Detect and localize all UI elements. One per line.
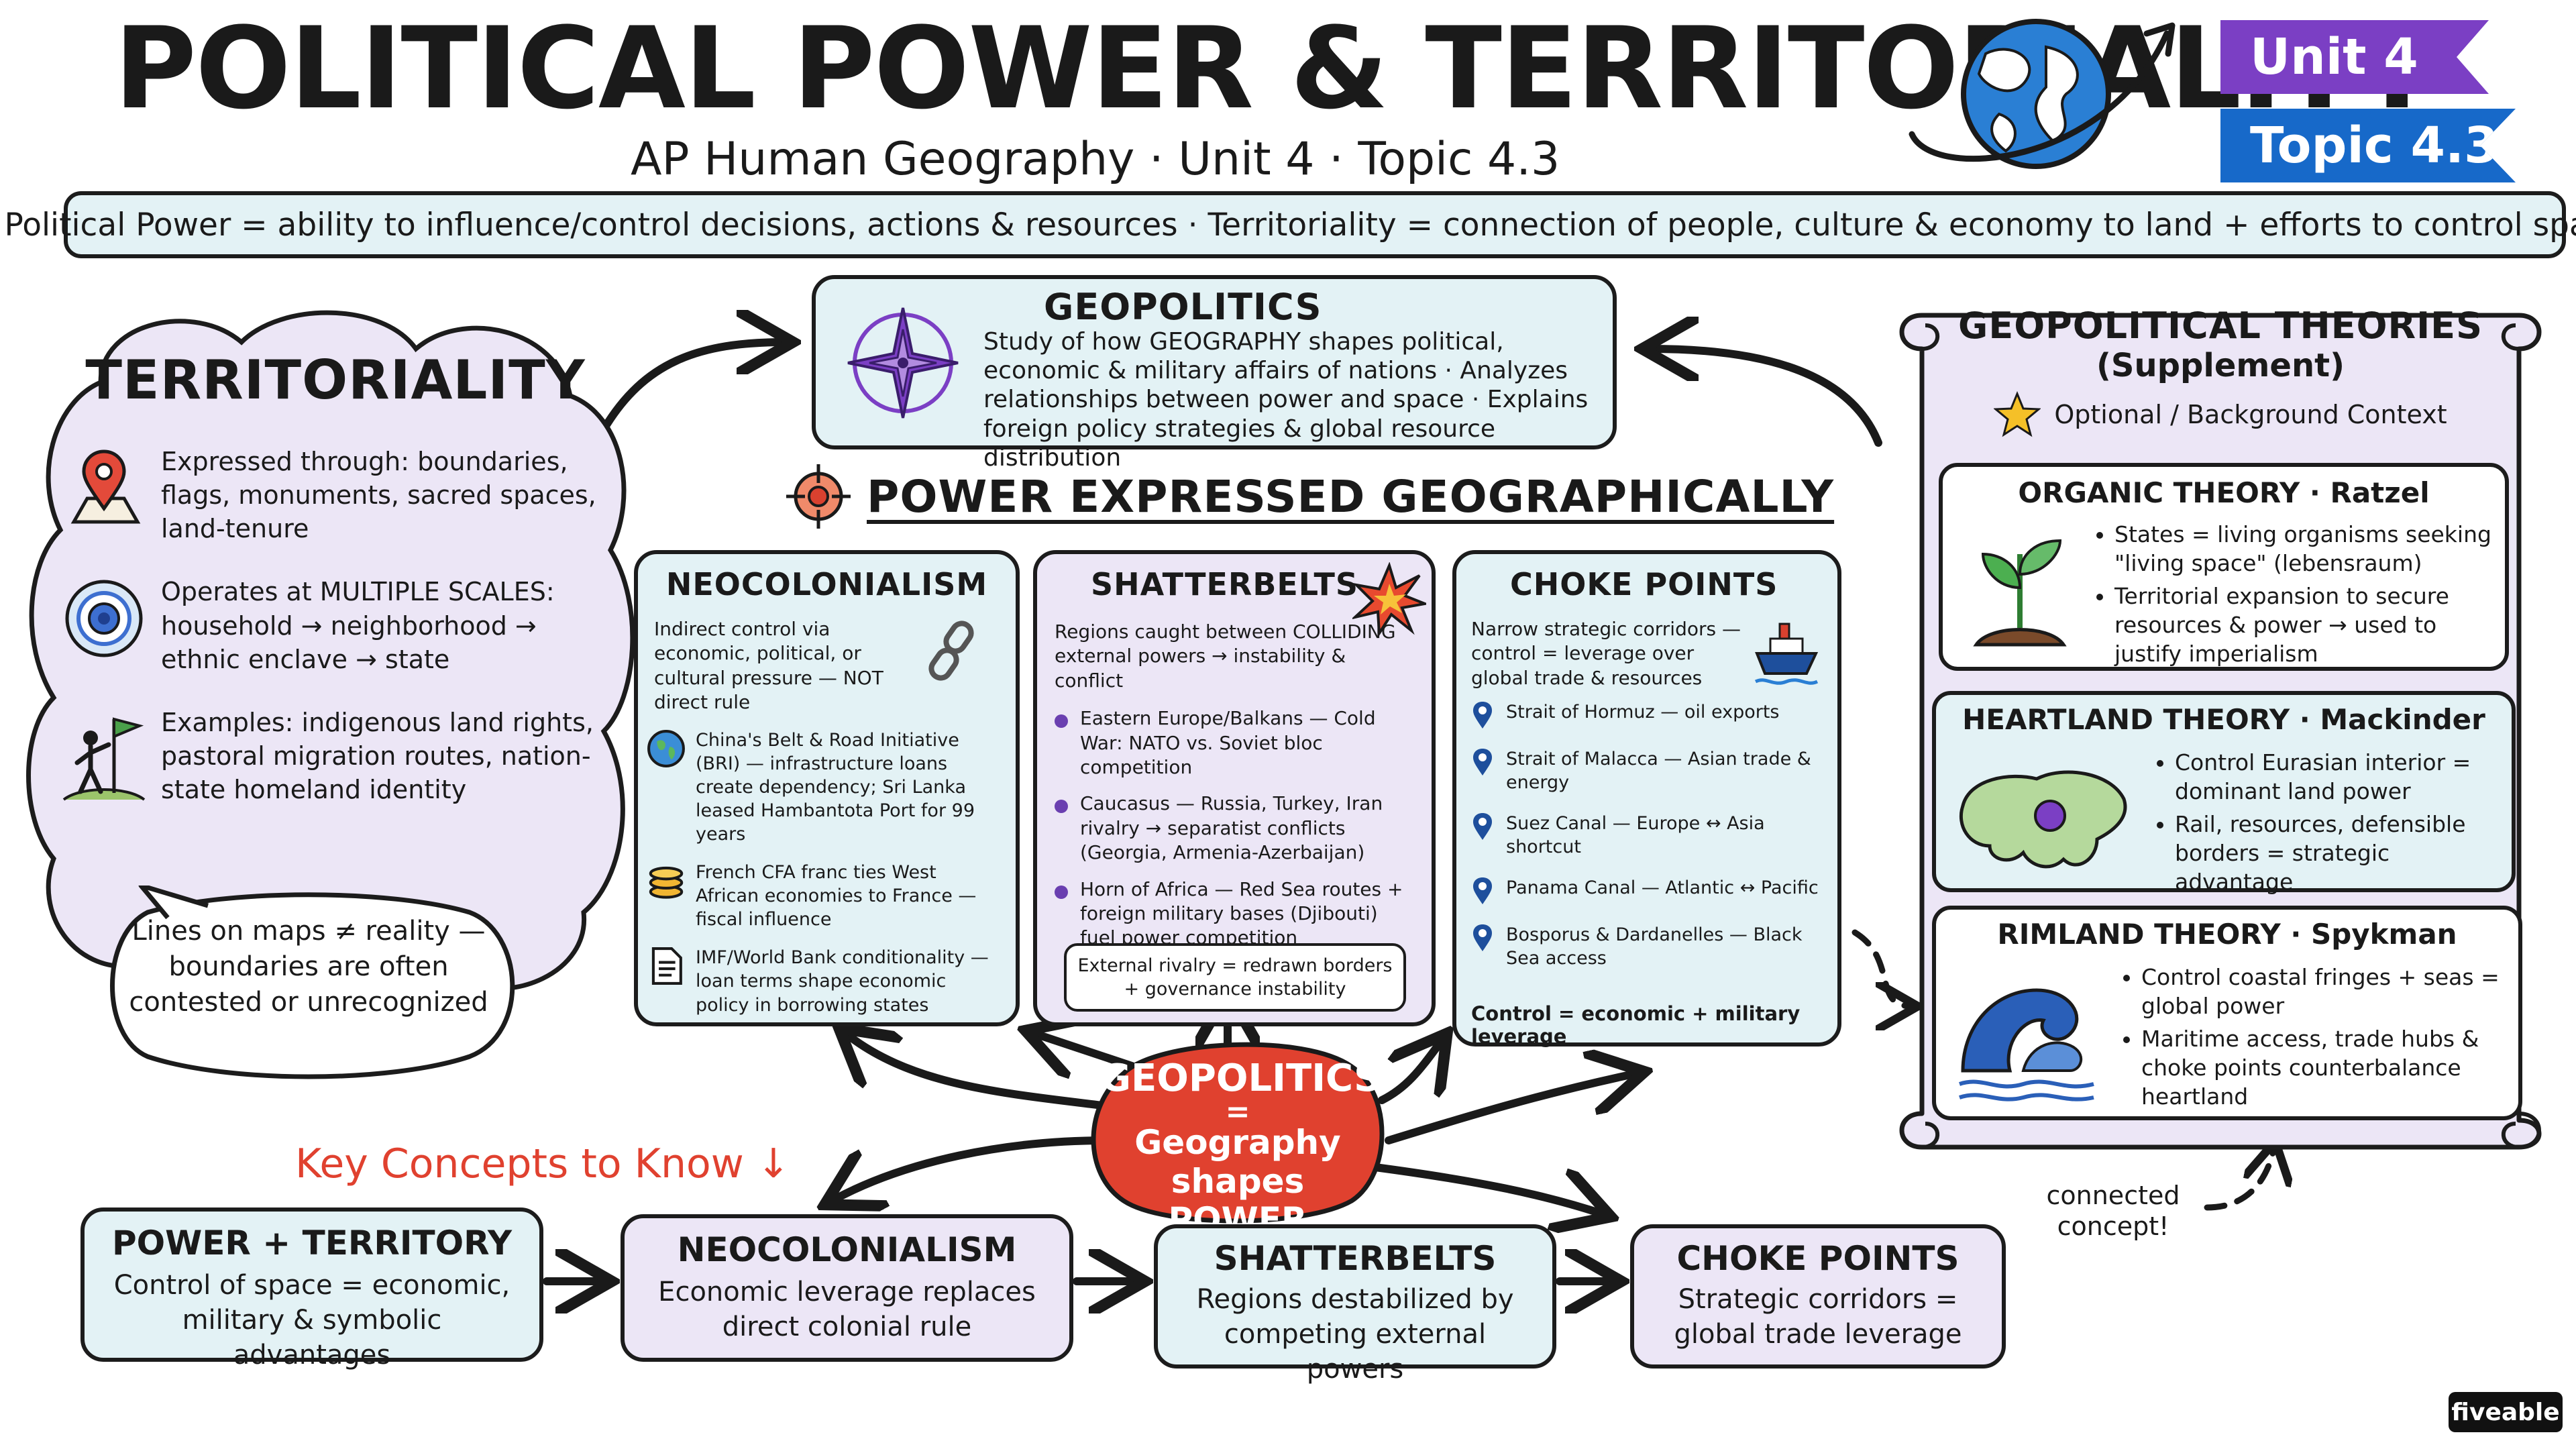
topic-tag: Topic 4.3 bbox=[2220, 109, 2516, 182]
chain-link-icon bbox=[928, 621, 974, 681]
shatterbelts-item: Caucasus — Russia, Turkey, Iran rivalry … bbox=[1051, 792, 1414, 865]
wave-icon bbox=[1959, 988, 2094, 1102]
map-pin-icon bbox=[1473, 924, 1492, 952]
explosion-icon bbox=[1352, 562, 1426, 636]
map-pin-icon bbox=[1473, 813, 1492, 841]
definition-banner: Political Power = ability to influence/c… bbox=[5, 191, 2576, 258]
globe-icon bbox=[647, 729, 685, 767]
neocolonialism-item: IMF/World Bank conditionality — loan ter… bbox=[646, 946, 1002, 1016]
neocolonialism-item: China's Belt & Road Initiative (BRI) — i… bbox=[646, 729, 1002, 846]
key-concepts-label: Key Concepts to Know ↓ bbox=[295, 1140, 791, 1187]
target-icon bbox=[65, 580, 143, 657]
chokepoint-item: Strait of Malacca — Asian trade & energy bbox=[1471, 747, 1827, 794]
theories-title: GEOPOLITICAL THEORIES bbox=[1958, 305, 2483, 347]
header: POLITICAL POWER & TERRITORIALITY AP Huma… bbox=[114, 3, 2438, 186]
shatterbelts-item: Eastern Europe/Balkans — Cold War: NATO … bbox=[1051, 706, 1414, 780]
neocolonialism-card: NEOCOLONIALISM Indirect control via econ… bbox=[634, 550, 1020, 1026]
unit-tag: Unit 4 bbox=[2220, 20, 2489, 94]
shatterbelts-note: External rivalry = redrawn borders + gov… bbox=[1064, 943, 1406, 1012]
shatterbelts-title: SHATTERBELTS bbox=[1091, 566, 1359, 602]
chokepoints-card: CHOKE POINTS Narrow strategic corridors … bbox=[1452, 550, 1841, 1048]
territoriality-title: TERRITORIALITY bbox=[85, 349, 586, 411]
key-concept-card: NEOCOLONIALISM Economic leverage replace… bbox=[621, 1214, 1073, 1362]
organic-theory-card: ORGANIC THEORY · Ratzel States = living … bbox=[1939, 463, 2509, 671]
connected-concept-note: connected concept! bbox=[2046, 1181, 2180, 1241]
key-concept-card: SHATTERBELTS Regions destabilized by com… bbox=[1154, 1224, 1556, 1385]
brand-logo: fiveable bbox=[2449, 1392, 2563, 1432]
rimland-theory-card: RIMLAND THEORY · Spykman Control coastal… bbox=[1932, 906, 2522, 1120]
map-pin-icon bbox=[1473, 749, 1492, 775]
star-icon bbox=[1994, 391, 2041, 437]
eurasia-map-icon bbox=[1959, 770, 2127, 869]
chokepoints-footer: Control = economic + military leverage bbox=[1471, 1002, 1801, 1048]
territoriality-note: Lines on maps ≠ reality — boundaries are… bbox=[129, 916, 488, 1018]
map-pin-icon bbox=[1473, 702, 1492, 729]
territoriality-item: Expressed through: boundaries, flags, mo… bbox=[60, 445, 610, 545]
map-pin-icon bbox=[70, 449, 141, 524]
compass-icon bbox=[847, 307, 959, 419]
chokepoint-item: Suez Canal — Europe ↔ Asia shortcut bbox=[1471, 812, 1827, 859]
geopolitics-title: GEOPOLITICS bbox=[1044, 286, 1322, 328]
power-heading: POWER EXPRESSED GEOGRAPHICALLY bbox=[785, 463, 1834, 530]
center-blob-shape bbox=[1091, 1042, 1385, 1224]
shatterbelts-card: SHATTERBELTS Regions caught between COLL… bbox=[1033, 550, 1436, 1026]
territoriality-item: Operates at MULTIPLE SCALES: household →… bbox=[60, 575, 610, 676]
page-title: POLITICAL POWER & TERRITORIALITY bbox=[114, 3, 2438, 134]
shatterbelts-item: Horn of Africa — Red Sea routes + foreig… bbox=[1051, 877, 1414, 951]
map-pin-icon bbox=[1473, 877, 1492, 905]
chokepoint-item: Strait of Hormuz — oil exports bbox=[1471, 700, 1827, 730]
theories-subtitle: (Supplement) bbox=[2096, 347, 2345, 384]
organic-theory-list: States = living organisms seeking "livin… bbox=[2090, 521, 2493, 672]
heartland-theory-title: HEARTLAND THEORY · Mackinder bbox=[1962, 703, 2485, 736]
theories-panel: GEOPOLITICAL THEORIES (Supplement) Optio… bbox=[1932, 302, 2509, 438]
chokepoint-item: Bosporus & Dardanelles — Black Sea acces… bbox=[1471, 923, 1827, 970]
theories-context: Optional / Background Context bbox=[2054, 400, 2447, 429]
neocolonialism-item: French CFA franc ties West African econo… bbox=[646, 861, 1002, 931]
document-icon bbox=[651, 947, 682, 985]
crosshair-icon bbox=[786, 464, 851, 529]
chokepoints-title: CHOKE POINTS bbox=[1510, 566, 1778, 602]
neocolonialism-title: NEOCOLONIALISM bbox=[665, 566, 988, 602]
territoriality-panel: TERRITORIALITY Expressed through: bounda… bbox=[60, 349, 610, 885]
ship-icon bbox=[1754, 623, 1819, 685]
flag-person-icon bbox=[62, 717, 146, 801]
rimland-theory-list: Control coastal fringes + seas = global … bbox=[2117, 963, 2506, 1115]
globe-icon bbox=[1909, 19, 2176, 169]
center-concept: GEOPOLITICS = Geography shapes POWER bbox=[1100, 1057, 1381, 1240]
heartland-theory-card: HEARTLAND THEORY · Mackinder Control Eur… bbox=[1932, 691, 2516, 895]
territoriality-item: Examples: indigenous land rights, pastor… bbox=[60, 706, 610, 806]
key-concept-card: CHOKE POINTS Strategic corridors = globa… bbox=[1630, 1224, 2006, 1368]
heartland-theory-list: Control Eurasian interior = dominant lan… bbox=[2151, 749, 2500, 900]
geopolitics-text: Study of how GEOGRAPHY shapes political,… bbox=[983, 328, 1589, 472]
sprout-icon bbox=[1973, 539, 2067, 647]
territoriality-note-bubble bbox=[110, 885, 515, 1079]
key-concept-card: POWER + TERRITORY Control of space = eco… bbox=[80, 1208, 543, 1371]
page-subtitle: AP Human Geography · Unit 4 · Topic 4.3 bbox=[631, 133, 1560, 186]
definition-text: Political Power = ability to influence/c… bbox=[4, 206, 2576, 244]
rimland-theory-title: RIMLAND THEORY · Spykman bbox=[1997, 918, 2457, 951]
chokepoints-list: Strait of Hormuz — oil exports Strait of… bbox=[1456, 700, 1837, 971]
geopolitics-box: GEOPOLITICS Study of how GEOGRAPHY shape… bbox=[812, 275, 1617, 472]
chokepoint-item: Panama Canal — Atlantic ↔ Pacific bbox=[1471, 876, 1827, 906]
organic-theory-title: ORGANIC THEORY · Ratzel bbox=[2018, 476, 2430, 509]
coins-icon bbox=[649, 866, 684, 899]
territoriality-cloud-shape bbox=[26, 310, 635, 1018]
